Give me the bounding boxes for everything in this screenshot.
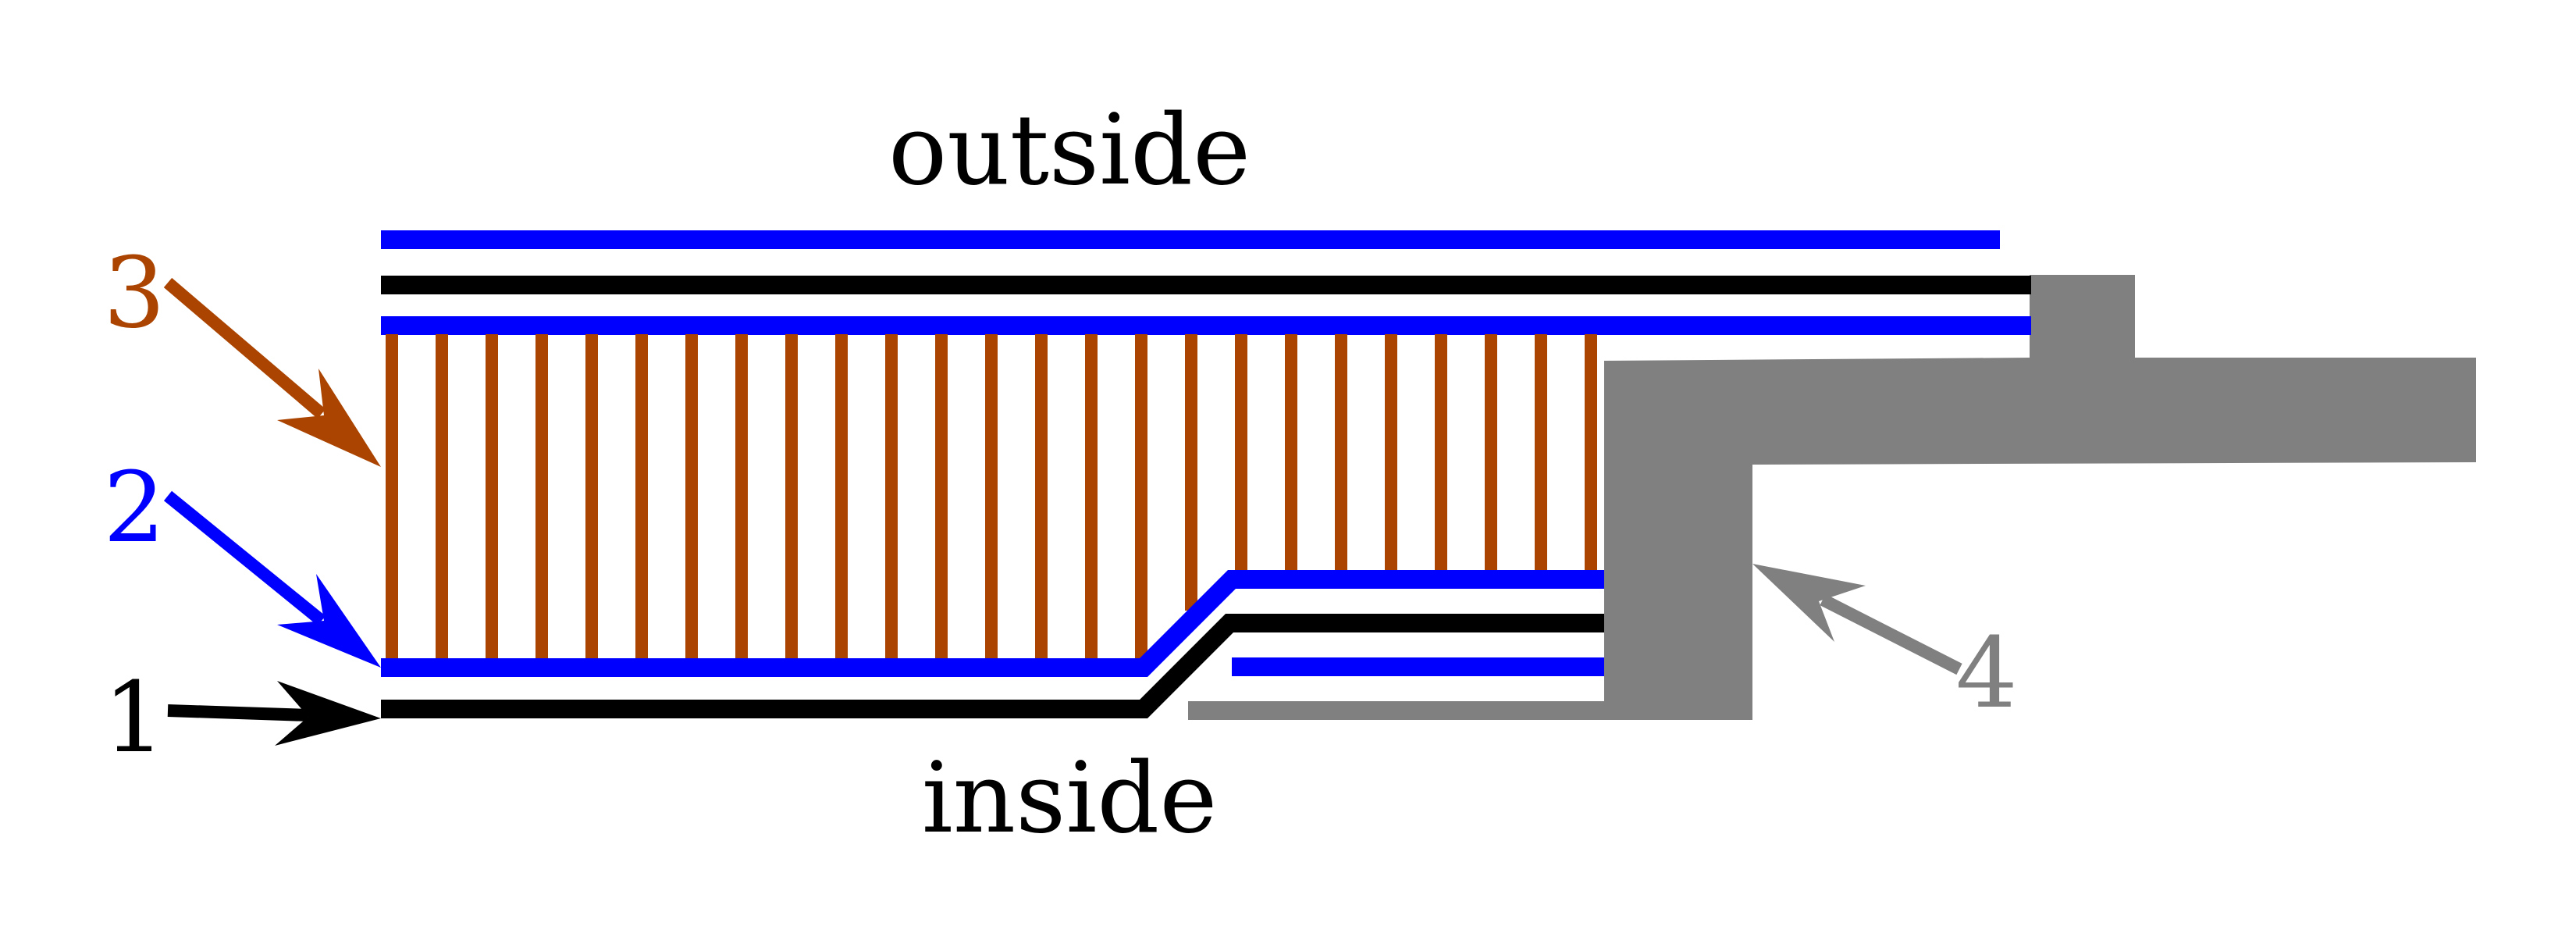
rib-11 (885, 334, 898, 658)
inside-label: inside (922, 742, 1218, 855)
label-1: 1 (103, 661, 165, 775)
rib-14 (1035, 334, 1048, 658)
arrow-3-shaft (163, 277, 326, 419)
arrow-2-head (277, 574, 381, 668)
gray-bracket (1188, 275, 2476, 720)
rib-layer (386, 334, 1597, 658)
upper-blue-layer-bottom (381, 316, 2031, 335)
rib-5 (585, 334, 598, 658)
arrow-3-head (277, 369, 381, 467)
rib-2 (436, 334, 448, 658)
rib-10 (835, 334, 848, 658)
lower-layers (381, 570, 1604, 718)
label-2: 2 (103, 451, 165, 565)
rib-12 (935, 334, 948, 658)
rib-23 (1485, 334, 1497, 570)
rib-17 (1185, 334, 1197, 611)
arrow-1-head (275, 681, 381, 746)
rib-20 (1335, 334, 1347, 570)
rib-19 (1285, 334, 1297, 570)
label-4: 4 (1955, 617, 2018, 730)
rib-1 (386, 334, 398, 658)
rib-15 (1085, 334, 1098, 658)
arrow-1 (167, 681, 381, 746)
outside-label: outside (888, 94, 1251, 207)
arrow-2 (163, 490, 381, 668)
rib-3 (486, 334, 498, 658)
rib-18 (1235, 334, 1247, 570)
rib-13 (985, 334, 998, 658)
lower-blue-layer-stepped (381, 570, 1604, 677)
rib-25 (1585, 334, 1597, 570)
lower-blue-layer-short (1232, 657, 1604, 676)
arrow-3 (163, 277, 381, 467)
arrow-1-shaft (167, 704, 309, 721)
upper-black-layer (381, 276, 2031, 294)
rib-22 (1435, 334, 1447, 570)
lower-black-layer-stepped (381, 614, 1604, 718)
arrow-4-shaft (1820, 593, 1962, 675)
arrow-4 (1752, 564, 1962, 675)
rib-24 (1535, 334, 1547, 570)
gray-bracket-body (1188, 275, 2476, 720)
label-3: 3 (103, 237, 165, 350)
upper-layers (381, 230, 2031, 335)
rib-9 (785, 334, 798, 658)
rib-6 (635, 334, 648, 658)
arrow-2-shaft (163, 490, 326, 626)
rib-4 (535, 334, 548, 658)
rib-16 (1135, 334, 1147, 658)
rib-21 (1385, 334, 1397, 570)
rib-7 (685, 334, 698, 658)
upper-blue-layer-top (381, 230, 2000, 249)
arrow-4-head (1752, 564, 1866, 642)
rib-8 (735, 334, 748, 658)
